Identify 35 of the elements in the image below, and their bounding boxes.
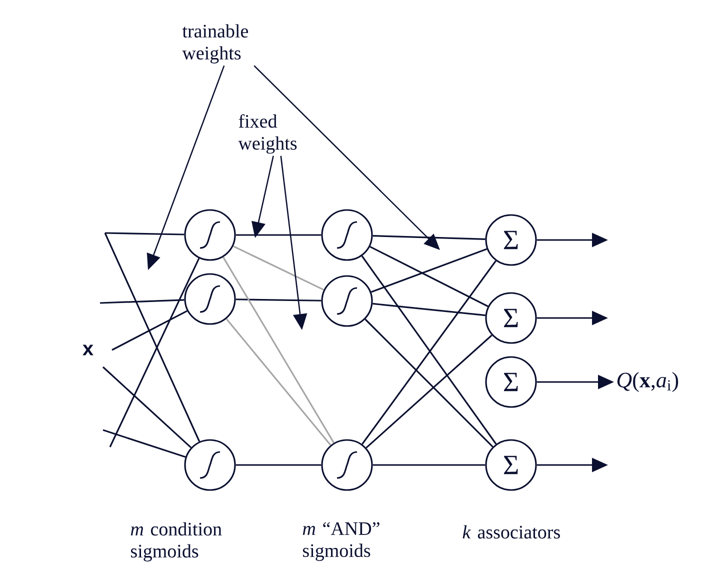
sigmoid-neuron (321, 439, 373, 491)
connection-line (100, 299, 184, 304)
sigmoid-neuron (184, 209, 236, 261)
layer-caption: m “AND” sigmoids (302, 522, 380, 561)
connection-line (370, 248, 488, 293)
sum-neuron: Σ (485, 356, 537, 408)
sigmoid-neuron (321, 275, 373, 327)
connection-line (102, 429, 186, 458)
layer-caption: k associators (462, 525, 560, 539)
output-label: Q(x,a$_{i}$) (617, 372, 678, 392)
connection-line (236, 234, 322, 236)
connection-line (109, 258, 200, 448)
connection-line (102, 366, 192, 448)
annotation-text: trainable weights (182, 24, 248, 64)
sum-neuron: Σ (485, 292, 537, 344)
connection-line (236, 298, 322, 302)
sigmoid-neuron (184, 439, 236, 491)
connection-line (226, 318, 332, 446)
sigmoid-neuron (184, 273, 236, 325)
connection-line (112, 310, 188, 351)
sigmoid-neuron (321, 209, 373, 261)
connection-line (232, 245, 324, 291)
connection-line (372, 302, 486, 316)
annotation-text: fixed weights (238, 114, 297, 154)
connection-line (372, 235, 486, 240)
connection-line (105, 232, 184, 236)
layer-caption: m condition sigmoids (130, 522, 222, 562)
sum-neuron: Σ (485, 439, 537, 491)
connection-line (104, 232, 200, 442)
connection-line (222, 256, 334, 444)
connection-line (372, 464, 486, 466)
connection-line (370, 246, 488, 308)
sum-neuron: Σ (485, 214, 537, 266)
connection-line (236, 464, 322, 466)
input-label: x (82, 344, 94, 356)
